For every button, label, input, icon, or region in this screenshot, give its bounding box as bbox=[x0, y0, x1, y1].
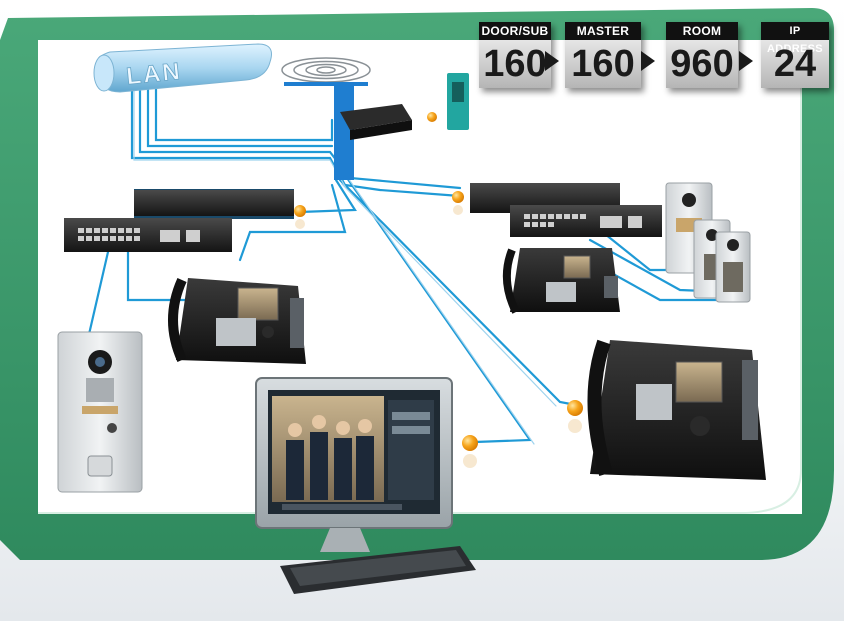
door-stations-right bbox=[665, 182, 751, 303]
capacity-label: DOOR/SUB bbox=[479, 22, 551, 40]
arrow-right-icon bbox=[739, 51, 753, 71]
capacity-label: IP ADDRESS bbox=[761, 22, 829, 55]
capacity-label: ROOM bbox=[666, 22, 738, 40]
capacity-label: MASTER bbox=[565, 22, 641, 40]
capacity-badge-master: MASTER 160 bbox=[565, 22, 641, 88]
capacity-value: 24 bbox=[761, 40, 829, 88]
pc-monitor bbox=[255, 377, 478, 552]
lan-label: LAN bbox=[125, 58, 183, 91]
capacity-value: 960 bbox=[666, 40, 738, 88]
master-station-right-upper bbox=[502, 248, 620, 314]
switch-rack-right bbox=[452, 183, 662, 237]
master-station-right-lower bbox=[567, 339, 766, 480]
lan-cloud bbox=[93, 43, 272, 93]
master-station-left bbox=[168, 277, 306, 364]
capacity-badge-ip-address: IP ADDRESS 24 bbox=[761, 22, 829, 88]
capacity-value: 160 bbox=[479, 40, 551, 88]
capacity-value: 160 bbox=[565, 40, 641, 88]
capacity-badge-door-sub: DOOR/SUB 160 bbox=[479, 22, 551, 88]
keyboard bbox=[280, 546, 476, 594]
wireless-router bbox=[281, 57, 469, 180]
capacity-badge-room: ROOM 960 bbox=[666, 22, 738, 88]
arrow-right-icon bbox=[545, 51, 559, 71]
switch-rack-left bbox=[64, 189, 306, 252]
door-station-left bbox=[57, 331, 143, 493]
arrow-right-icon bbox=[641, 51, 655, 71]
